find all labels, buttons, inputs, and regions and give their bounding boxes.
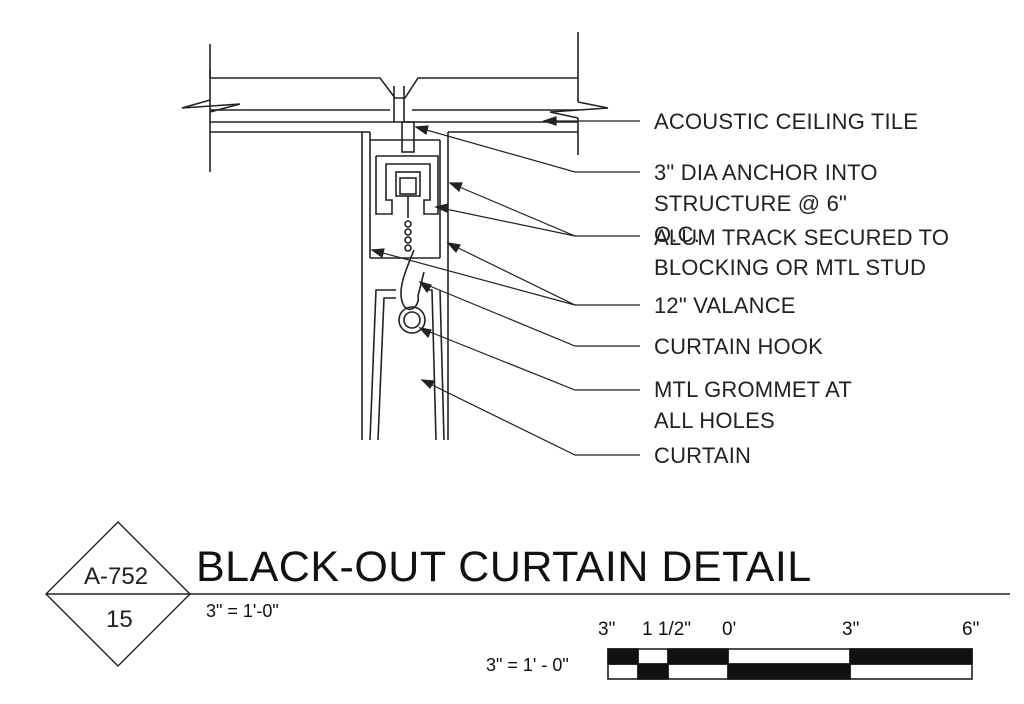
scale-tick-1-1-2: 1 1/2" [642,619,692,640]
title-block [45,521,1010,667]
label-curtain-hook: CURTAIN HOOK [654,334,824,359]
label-grommet-line1: MTL GROMMET AT [654,377,852,402]
label-anchor-line3: O.C. [654,222,701,247]
scale-tick-6in: 6" [962,619,980,640]
scale-tick-0: 0' [722,619,737,640]
label-anchor-line2: STRUCTURE @ 6" [654,191,848,216]
label-valance: 12" VALANCE [654,293,796,318]
valance-box [361,132,449,440]
ceiling-assembly [181,32,609,172]
leader-lines [370,116,640,456]
detail-title: BLACK-OUT CURTAIN DETAIL [196,543,812,591]
sheet-number: A-752 [84,563,149,590]
label-grommet-line2: ALL HOLES [654,408,775,433]
label-curtain: CURTAIN [654,443,752,468]
alum-track [375,121,439,252]
scale-note: 3" = 1'-0" [206,601,279,621]
scale-tick-3in: 3" [842,619,860,640]
label-acoustic-ceiling-tile: ACOUSTIC CEILING TILE [654,109,919,134]
curtain-assembly [369,249,445,441]
label-anchor-line1: 3" DIA ANCHOR INTO [654,160,878,185]
label-track-line1: ALUM TRACK SECURED TO [654,225,950,250]
scale-bar-label: 3" = 1' - 0" [486,655,569,675]
label-track-line2: BLOCKING OR MTL STUD [654,255,927,280]
scale-bar-graphic [607,648,973,680]
scale-tick-3in-left: 3" [598,619,616,640]
detail-number: 15 [106,606,133,633]
